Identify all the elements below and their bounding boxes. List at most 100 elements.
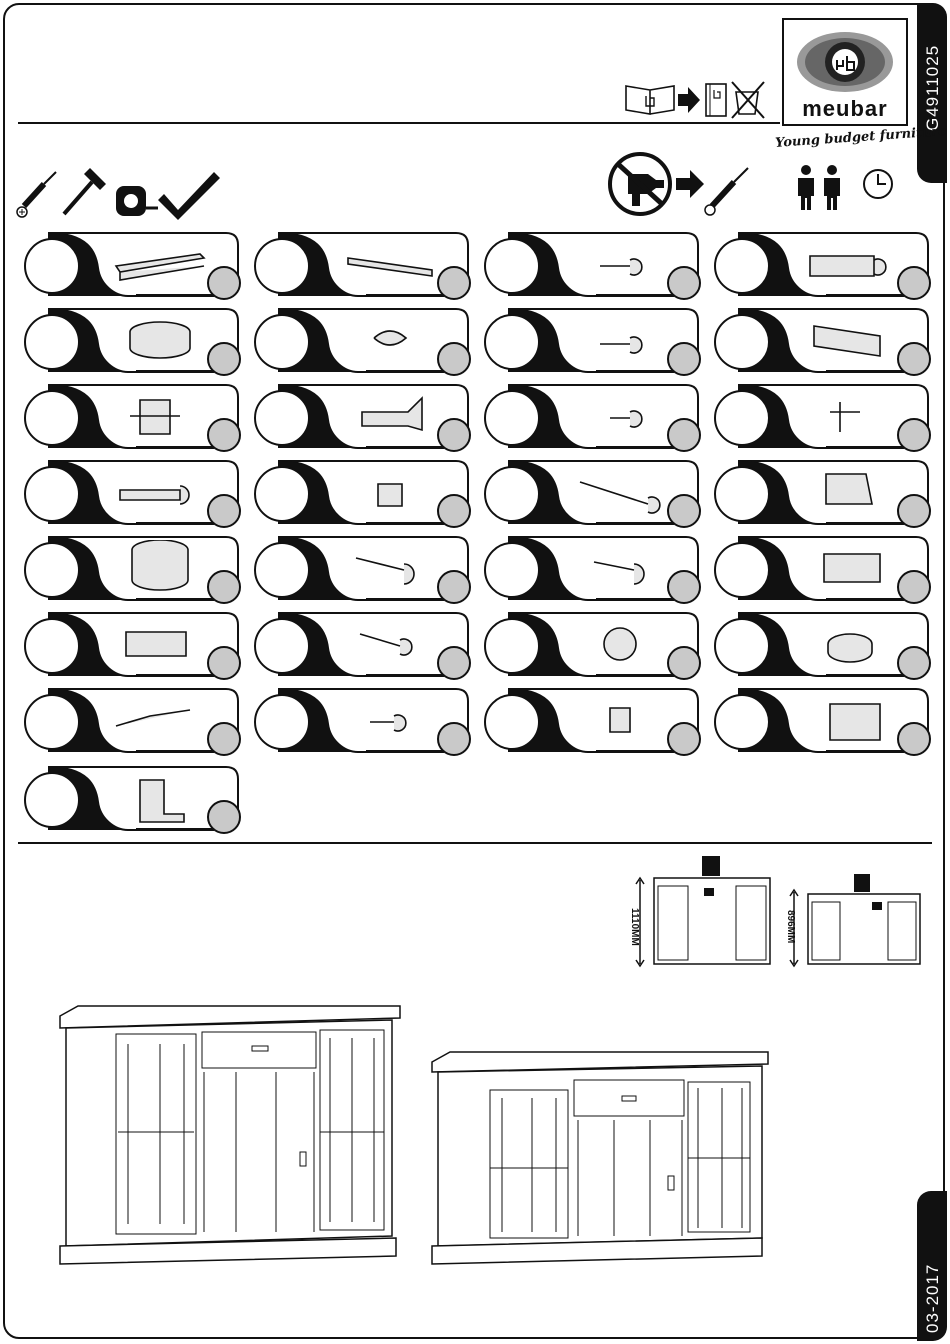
arrow-icon: [678, 87, 700, 113]
manual-storage-icons: [622, 78, 772, 120]
quantity-circle: [207, 418, 241, 452]
part-number-circle: [484, 618, 540, 674]
part-tile: [248, 688, 470, 754]
eye-logo-icon: [784, 22, 906, 102]
part-number-circle: [714, 542, 770, 598]
cam-lock-icon: [340, 464, 440, 520]
part-tile: [18, 536, 240, 602]
quantity-underline: [136, 598, 216, 600]
date-code: 03-2017: [923, 1264, 943, 1333]
quantity-circle: [207, 722, 241, 756]
wall-bracket-icon: [800, 692, 900, 748]
clock-icon: [864, 170, 892, 198]
part-number-circle: [254, 618, 310, 674]
quantity-circle: [667, 646, 701, 680]
part-number-circle: [24, 618, 80, 674]
quantity-underline: [366, 674, 446, 676]
screwdriver-icon: [17, 172, 56, 217]
led-cable-icon: [110, 692, 210, 748]
part-number-circle: [24, 390, 80, 446]
part-tile: [18, 688, 240, 754]
angle-bracket-icon: [110, 770, 210, 826]
quantity-underline: [596, 750, 676, 752]
quantity-underline: [826, 370, 906, 372]
part-number-circle: [24, 238, 80, 294]
quantity-circle: [897, 266, 931, 300]
part-tile: [708, 612, 930, 678]
drawer-runner-right-icon: [340, 236, 440, 292]
plastic-profile-icon: [800, 312, 900, 368]
flange-screw-short-icon: [570, 540, 670, 596]
part-tile: [18, 232, 240, 298]
quantity-underline: [136, 294, 216, 296]
quantity-underline: [366, 598, 446, 600]
quantity-circle: [207, 266, 241, 300]
tape-measure-icon: [116, 186, 158, 216]
quantity-circle: [897, 646, 931, 680]
long-thin-screw-icon: [570, 464, 670, 520]
article-code-tab: G4911025: [917, 3, 947, 183]
part-number-circle: [254, 238, 310, 294]
screwdriver-icon: [705, 168, 748, 215]
part-tile: [478, 536, 700, 602]
back-panel-connector-icon: [110, 616, 210, 672]
quantity-underline: [136, 750, 216, 752]
part-tile: [248, 536, 470, 602]
part-number-circle: [714, 466, 770, 522]
part-number-circle: [484, 466, 540, 522]
part-tile: [18, 384, 240, 450]
part-number-circle: [254, 542, 310, 598]
part-tile: [708, 384, 930, 450]
quantity-underline: [596, 446, 676, 448]
quantity-circle: [667, 722, 701, 756]
part-tile: [18, 766, 240, 832]
variant-schematics: [610, 852, 930, 972]
binder-icon: [706, 84, 726, 116]
part-tile: [248, 308, 470, 374]
height-label-tall: 1110MM: [629, 908, 640, 946]
part-tile: [478, 308, 700, 374]
set-square-icon: [158, 172, 220, 220]
chipboard-screw-icon: [570, 312, 670, 368]
part-number-circle: [484, 238, 540, 294]
quantity-underline: [136, 522, 216, 524]
felt-pad-icon: [110, 312, 210, 368]
part-tile: [478, 612, 700, 678]
part-tile: [708, 232, 930, 298]
nut-washer-icon: [570, 616, 670, 672]
connector-block-icon: [800, 540, 900, 596]
part-number-circle: [24, 772, 80, 828]
part-tile: [18, 460, 240, 526]
quantity-circle: [667, 418, 701, 452]
part-number-circle: [484, 542, 540, 598]
adjustable-foot-icon: [110, 540, 210, 596]
cabinet-short-illustration: [428, 1048, 774, 1270]
quantity-underline: [826, 294, 906, 296]
part-tile: [248, 232, 470, 298]
part-number-circle: [24, 314, 80, 370]
quantity-circle: [897, 418, 931, 452]
quantity-circle: [437, 646, 471, 680]
hinge-plate-icon: [110, 388, 210, 444]
quantity-underline: [366, 750, 446, 752]
part-tile: [248, 612, 470, 678]
quantity-underline: [136, 370, 216, 372]
height-label-short: 896MM: [785, 910, 796, 943]
round-washer-icon: [800, 616, 900, 672]
two-persons-icon: [798, 165, 840, 210]
quantity-circle: [207, 570, 241, 604]
quantity-circle: [897, 570, 931, 604]
part-tile: [708, 536, 930, 602]
tools-row: [14, 168, 224, 222]
short-variant-schematic: [790, 874, 920, 966]
drawer-runner-left-icon: [110, 236, 210, 292]
quantity-underline: [826, 674, 906, 676]
quantity-circle: [207, 494, 241, 528]
part-number-circle: [254, 390, 310, 446]
quantity-circle: [207, 646, 241, 680]
quantity-underline: [596, 522, 676, 524]
part-number-circle: [254, 314, 310, 370]
part-number-circle: [24, 694, 80, 750]
quantity-underline: [596, 370, 676, 372]
part-number-circle: [484, 390, 540, 446]
